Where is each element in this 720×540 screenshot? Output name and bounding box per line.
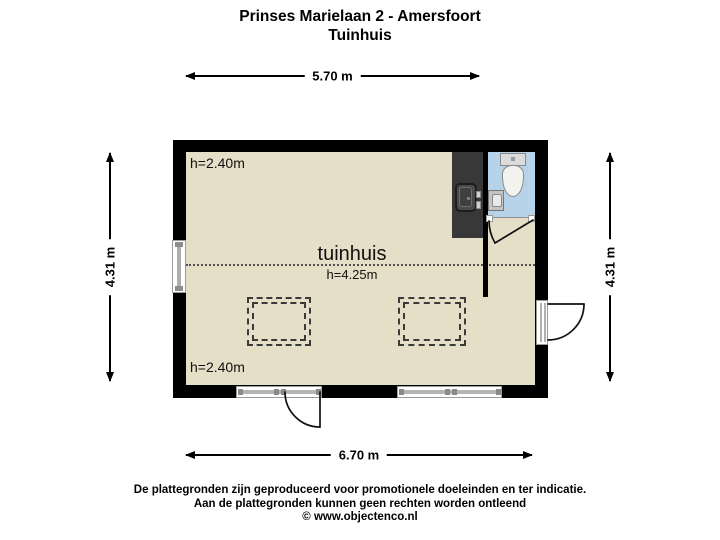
sink-basin-icon bbox=[459, 187, 472, 207]
title-building: Tuinhuis bbox=[328, 27, 392, 44]
arrow-right-icon bbox=[470, 72, 480, 80]
bathroom-door-opening bbox=[493, 217, 530, 218]
arrow-down-icon bbox=[606, 372, 614, 382]
window-bottom-right bbox=[397, 386, 502, 398]
door-jamb bbox=[486, 215, 493, 222]
ceiling-height-front-label: h=2.40m bbox=[190, 359, 245, 375]
window-door-bottom-left bbox=[236, 386, 322, 398]
ceiling-break-line bbox=[186, 264, 535, 266]
dimension-left-label: 4.31 m bbox=[100, 238, 120, 296]
arrow-down-icon bbox=[106, 372, 114, 382]
window-frame bbox=[175, 242, 183, 247]
window-frame bbox=[175, 286, 183, 291]
door-jamb bbox=[528, 215, 535, 222]
dimension-top: 5.70 m bbox=[185, 66, 480, 86]
window-glass bbox=[177, 247, 181, 286]
room-name-label: tuinhuis bbox=[317, 243, 387, 265]
arrow-left-icon bbox=[185, 451, 195, 459]
window-left bbox=[172, 240, 186, 293]
interior-wall bbox=[483, 152, 488, 297]
door-swing-right bbox=[547, 303, 585, 341]
arrow-right-icon bbox=[523, 451, 533, 459]
washbasin-basin-icon bbox=[492, 194, 502, 207]
toilet-flush-icon bbox=[511, 157, 515, 161]
dimension-right-label: 4.31 m bbox=[600, 238, 620, 296]
dimension-left: 4.31 m bbox=[100, 152, 120, 382]
dimension-right: 4.31 m bbox=[600, 152, 620, 382]
disclaimer-line1: De plattegronden zijn geproduceerd voor … bbox=[133, 484, 587, 496]
window-frame bbox=[496, 389, 501, 395]
window-frame bbox=[399, 389, 404, 395]
window-frame bbox=[238, 389, 243, 395]
window-frame bbox=[281, 389, 286, 395]
toilet-bowl-icon bbox=[502, 165, 524, 197]
window-frame bbox=[445, 389, 450, 395]
disclaimer-line2: Aan de plattegronden kunnen geen rechten… bbox=[193, 497, 527, 510]
arrow-left-icon bbox=[185, 72, 195, 80]
door-frame bbox=[540, 303, 542, 342]
arrow-up-icon bbox=[606, 152, 614, 162]
window-frame bbox=[452, 389, 457, 395]
faucet-icon bbox=[476, 201, 481, 209]
door-right bbox=[536, 300, 548, 345]
title-address: Prinses Marielaan 2 - Amersfoort bbox=[239, 8, 481, 25]
copyright: © www.objectenco.nl bbox=[302, 511, 418, 523]
disclaimer: De plattegronden zijn geproduceerd voor … bbox=[0, 484, 720, 525]
skylight-left bbox=[247, 297, 311, 346]
sink-drain-icon bbox=[467, 197, 470, 200]
arrow-up-icon bbox=[106, 152, 114, 162]
floor-plan: h=2.40m tuinhuis h=4.25m h=2.40m bbox=[172, 140, 548, 398]
window-frame bbox=[316, 389, 321, 395]
dimension-bottom-label: 6.70 m bbox=[330, 445, 388, 465]
ceiling-height-back-label: h=2.40m bbox=[190, 155, 245, 171]
dimension-top-label: 5.70 m bbox=[304, 66, 361, 86]
door-frame bbox=[544, 303, 546, 342]
room-height-label: h=4.25m bbox=[326, 267, 378, 282]
faucet-icon bbox=[476, 191, 481, 198]
dimension-bottom: 6.70 m bbox=[185, 445, 533, 465]
skylight-right bbox=[398, 297, 466, 346]
window-frame bbox=[274, 389, 279, 395]
window-glass bbox=[239, 390, 319, 394]
page-title: Prinses Marielaan 2 - Amersfoort Tuinhui… bbox=[0, 7, 720, 45]
